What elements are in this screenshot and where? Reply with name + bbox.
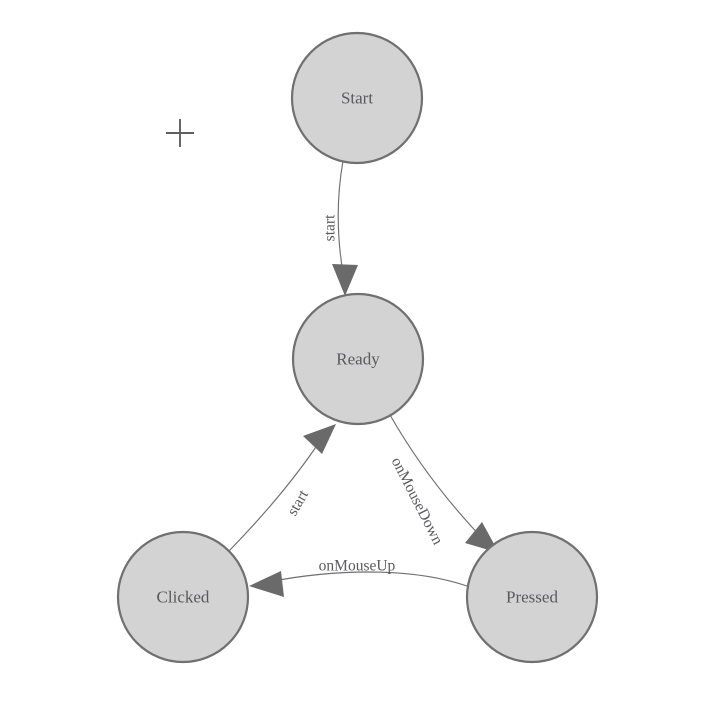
state-node-ready-label: Ready — [336, 350, 380, 369]
edge-clicked-to-ready-arrowhead — [303, 424, 336, 454]
edge-pressed-to-clicked-label: onMouseUp — [319, 558, 396, 575]
state-node-clicked[interactable]: Clicked — [116, 530, 250, 664]
state-node-start-circle[interactable] — [290, 31, 424, 165]
state-node-pressed-circle[interactable] — [465, 530, 599, 664]
state-node-start[interactable]: Start — [290, 31, 424, 165]
edge-ready-to-pressed-path — [389, 414, 488, 544]
state-node-ready[interactable]: Ready — [291, 292, 425, 426]
edge-ready-to-pressed[interactable]: onMouseDown — [388, 414, 499, 553]
edge-clicked-to-ready[interactable]: start — [228, 424, 336, 552]
state-node-start-label: Start — [341, 89, 373, 108]
edge-ready-to-pressed-arrowhead — [465, 522, 499, 553]
edge-pressed-to-clicked-arrowhead — [249, 571, 284, 597]
edge-pressed-to-clicked[interactable]: onMouseUp — [249, 558, 468, 598]
edge-ready-to-pressed-label: onMouseDown — [388, 455, 447, 548]
edge-start-to-ready[interactable]: start — [322, 160, 359, 296]
edge-clicked-to-ready-label: start — [284, 487, 312, 519]
state-node-ready-circle[interactable] — [291, 292, 425, 426]
edge-start-to-ready-label: start — [322, 214, 339, 241]
edge-start-to-ready-arrowhead — [332, 264, 358, 296]
crosshair-icon — [166, 119, 194, 147]
state-node-clicked-label: Clicked — [157, 588, 210, 607]
edge-clicked-to-ready-path — [228, 440, 321, 552]
state-node-clicked-circle[interactable] — [116, 530, 250, 664]
edge-start-to-ready-path — [337, 160, 345, 280]
edge-pressed-to-clicked-path — [267, 571, 468, 587]
state-node-pressed-label: Pressed — [506, 588, 558, 607]
state-node-pressed[interactable]: Pressed — [465, 530, 599, 664]
